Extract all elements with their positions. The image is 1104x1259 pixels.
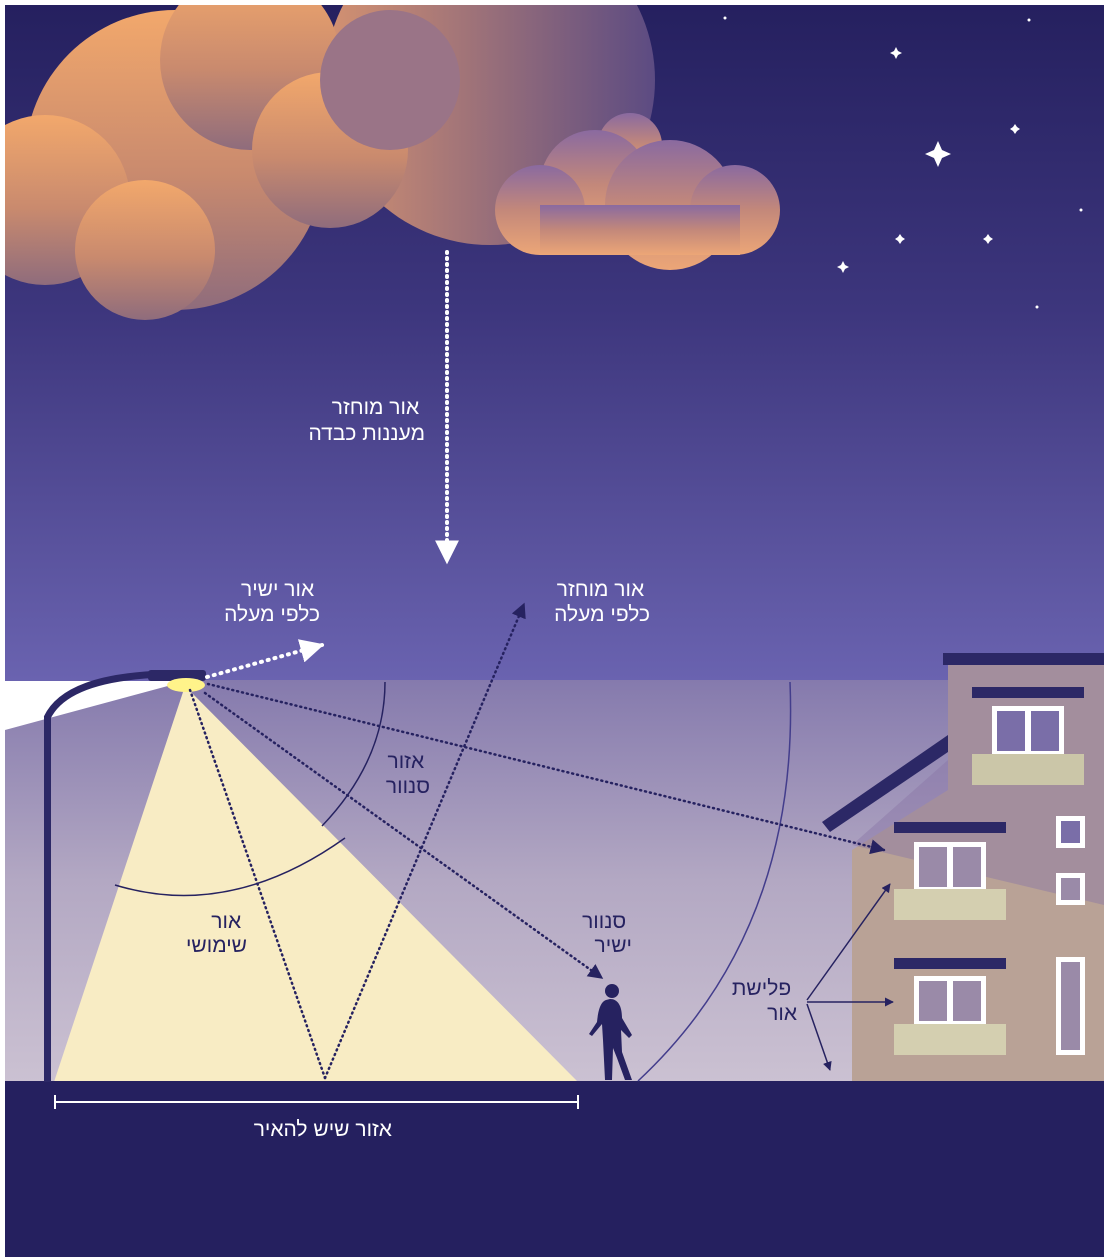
ground [5, 1081, 1104, 1259]
pedestrian-silhouette [589, 984, 632, 1080]
star-icon [837, 261, 849, 273]
area-measure [54, 1095, 579, 1109]
star-icon [983, 234, 993, 244]
balcony [894, 889, 1006, 920]
light-trespass-label: פלישת אור [732, 977, 797, 1025]
useful-light-label: אור שימושי [186, 910, 247, 957]
balcony [972, 754, 1084, 785]
building-side-roof [822, 735, 948, 832]
small-cloud [495, 113, 780, 270]
lamp-bulb [167, 678, 205, 692]
direct-glare-arc [637, 681, 792, 1082]
useful-light-cone [54, 686, 578, 1082]
direct-glare-ray [203, 691, 604, 980]
skyglow-label: אור מוחזר מעננות כבדה [309, 396, 426, 445]
trespass-ray [206, 682, 886, 855]
building [822, 653, 1104, 1082]
stars [723, 16, 1083, 309]
building-roof [943, 653, 1104, 665]
glare-zone-arc-outer [321, 681, 386, 827]
balcony [894, 1024, 1006, 1055]
reflected-ray-down [188, 688, 327, 1080]
upward-reflected-label: אור מוחזר כלפי מעלה [554, 578, 650, 626]
direct-glare-label: סנוור ישיר [582, 910, 632, 957]
glare-zone-label: אזור סנוור [386, 750, 430, 798]
glare-zone-arc-inner [114, 837, 346, 897]
star-icon [895, 234, 905, 244]
star-icon [890, 47, 902, 59]
light-trespass-arrows [806, 883, 894, 1071]
area-to-light-label: אזור שיש להאיר [254, 1118, 392, 1141]
star-icon [925, 141, 951, 167]
upward-direct-arrow [205, 639, 325, 679]
reflected-ray-up [323, 602, 526, 1080]
light-rays [188, 250, 886, 1080]
street-lamp [43, 670, 206, 1082]
upward-direct-label: אור ישיר כלפי מעלה [224, 578, 320, 626]
star-icon [1010, 124, 1020, 134]
